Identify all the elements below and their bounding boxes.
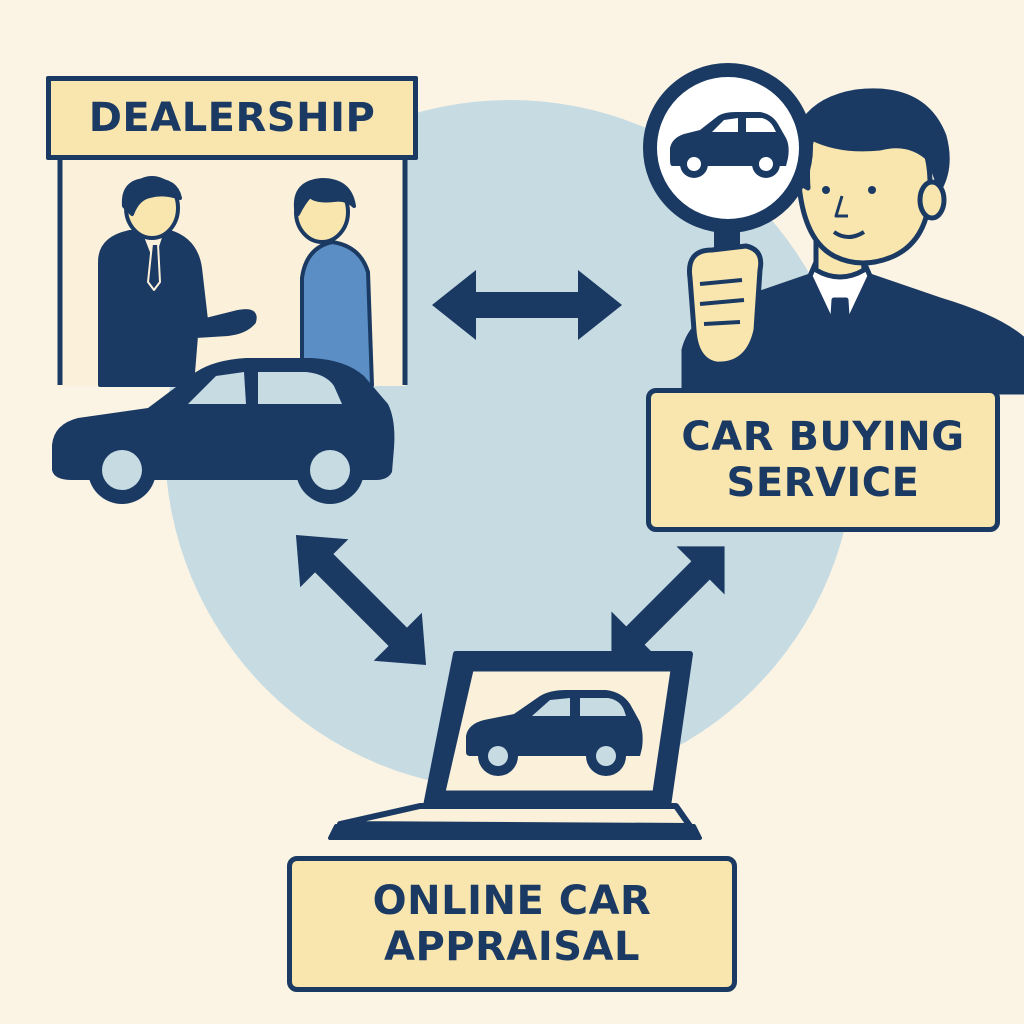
- double-arrow-icon: [611, 546, 725, 660]
- magnifier-icon: [643, 63, 813, 367]
- salesman-figure: [98, 176, 257, 387]
- online-car-appraisal-label: ONLINE CAR APPRAISAL: [287, 856, 737, 992]
- double-arrow-icon: [295, 534, 427, 666]
- car-buying-service-label: CAR BUYING SERVICE: [646, 388, 1000, 532]
- service-label-line-1: CAR BUYING: [681, 414, 965, 460]
- car-icon: [52, 358, 395, 504]
- laptop-icon: [328, 651, 702, 840]
- dealership-label-text: DEALERSHIP: [88, 95, 376, 141]
- service-label-line-2: SERVICE: [726, 460, 920, 506]
- appraisal-label-line-1: ONLINE CAR: [372, 878, 652, 924]
- car-icon: [466, 690, 643, 776]
- appraisal-label-line-2: APPRAISAL: [384, 924, 640, 970]
- car-icon: [670, 112, 789, 178]
- customer-figure: [293, 178, 374, 387]
- dealership-label: DEALERSHIP: [46, 76, 418, 160]
- double-arrow-icon: [432, 270, 622, 340]
